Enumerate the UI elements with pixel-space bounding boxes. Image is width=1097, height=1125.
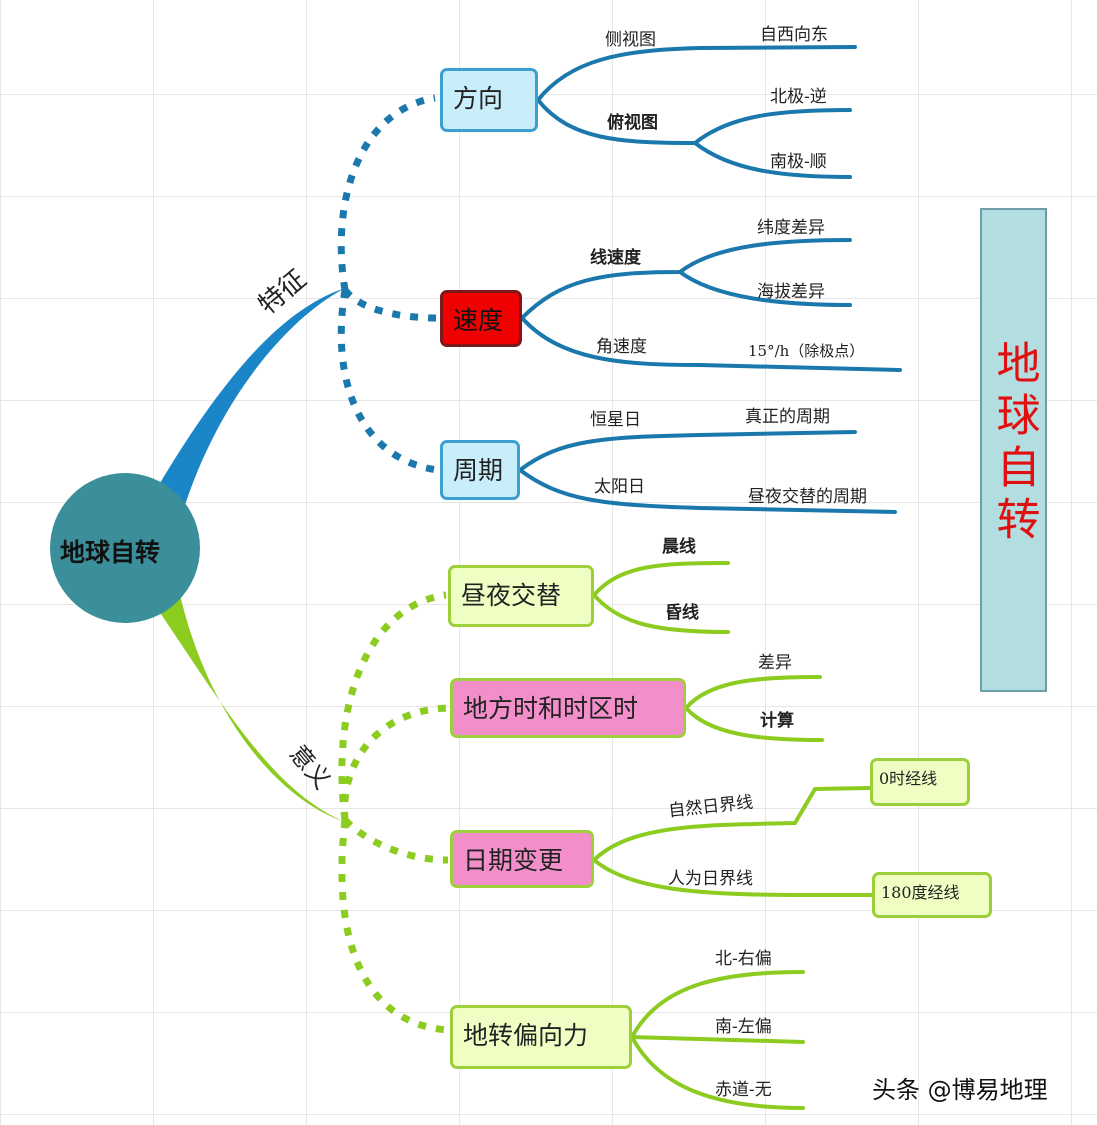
time-diff: 差异: [758, 653, 792, 673]
node-180-meridian[interactable]: 180度经线: [872, 872, 992, 918]
green-branches: [592, 561, 874, 1110]
latitude-diff: 纬度差异: [757, 218, 825, 238]
solar-day: 太阳日: [594, 477, 645, 497]
node-direction[interactable]: 方向: [440, 68, 538, 132]
node-day-night[interactable]: 昼夜交替: [448, 565, 594, 627]
south-left: 南-左偏: [715, 1017, 772, 1037]
sidereal-value: 真正的周期: [745, 407, 830, 427]
node-period[interactable]: 周期: [440, 440, 520, 500]
south-pole: 南极-顺: [770, 152, 827, 172]
node-speed[interactable]: 速度: [440, 290, 522, 347]
blue-dotted-links: [337, 94, 439, 474]
linear-speed: 线速度: [590, 248, 641, 268]
equator-none: 赤道-无: [715, 1080, 772, 1100]
dusk-line: 昏线: [665, 603, 699, 623]
altitude-diff: 海拔差异: [757, 282, 825, 302]
watermark: 头条 @博易地理: [872, 1076, 1048, 1104]
sidereal-day: 恒星日: [590, 410, 641, 430]
node-date-change[interactable]: 日期变更: [450, 830, 594, 888]
north-right: 北-右偏: [715, 949, 772, 969]
time-calc: 计算: [760, 711, 794, 731]
green-dotted-links: [338, 591, 449, 1034]
node-coriolis[interactable]: 地转偏向力: [450, 1005, 632, 1069]
center-node: [50, 473, 200, 623]
solar-value: 昼夜交替的周期: [748, 487, 867, 507]
north-pole: 北极-逆: [770, 87, 827, 107]
blue-branches: [518, 45, 902, 514]
dawn-line: 晨线: [662, 537, 696, 557]
significance-branch: [150, 595, 345, 822]
angular-speed: 角速度: [596, 337, 647, 357]
artificial-dateline: 人为日界线: [668, 869, 753, 889]
top-view: 俯视图: [607, 113, 658, 133]
west-to-east: 自西向东: [760, 25, 828, 45]
node-zero-meridian[interactable]: 0时经线: [870, 758, 970, 806]
angular-value: 15°/h（除极点）: [748, 342, 865, 360]
features-branch: [150, 288, 345, 505]
node-local-time[interactable]: 地方时和时区时: [450, 678, 686, 738]
center-label: 地球自转: [60, 538, 161, 567]
title-box: 地球自转: [980, 208, 1047, 692]
title-text: 地球自转: [988, 340, 1040, 548]
side-view: 侧视图: [605, 30, 656, 50]
